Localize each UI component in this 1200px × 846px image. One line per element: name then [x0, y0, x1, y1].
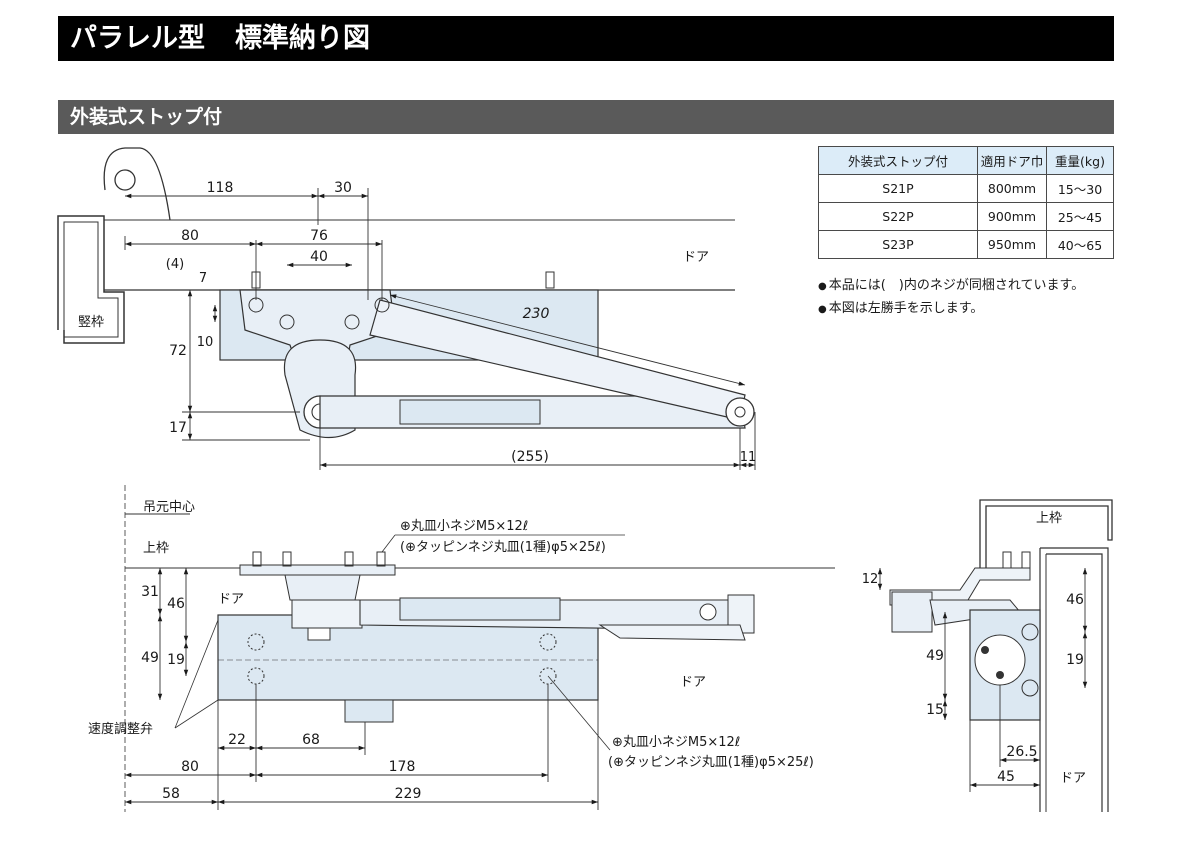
dim-label: 178	[389, 759, 416, 775]
dim-label: (4)	[166, 257, 184, 272]
dim-label: 31	[141, 584, 159, 600]
top-view: 118 30 80 76 40 (4) 7 10 72 17 230 (255)…	[57, 147, 757, 470]
centerline-label: 吊元中心	[143, 500, 195, 515]
table-row: S23P 950mm 40〜65	[818, 230, 1114, 259]
screw-head-icon	[344, 551, 354, 567]
door-profile	[1040, 547, 1109, 812]
screw-note-top-2: (⊕タッピンネジ丸皿(1種)φ5×25ℓ)	[400, 539, 606, 555]
screw-note-bottom-2: (⊕タッピンネジ丸皿(1種)φ5×25ℓ)	[608, 754, 814, 770]
dim-label: 40	[310, 249, 328, 265]
arm-tube	[399, 399, 541, 425]
door-label: ドア	[680, 675, 706, 690]
dim-label: 230	[523, 306, 550, 322]
spec-cell: S21P	[818, 174, 978, 203]
spec-cell: 900mm	[977, 202, 1047, 231]
screw-head-icon	[282, 551, 292, 567]
screw-icon	[279, 314, 295, 330]
frame-label: 竪枠	[78, 315, 104, 330]
spec-cell: 40〜65	[1046, 230, 1114, 259]
screw-icon	[539, 633, 557, 651]
door-label: ドア	[683, 250, 709, 265]
dim-label: 229	[395, 786, 422, 802]
screw-icon	[1021, 623, 1039, 641]
valve-label: 速度調整弁	[88, 721, 153, 737]
dim-label: 68	[302, 732, 320, 748]
side-arm-hub	[891, 591, 933, 633]
note-item: 本品には( )内のネジが同梱されています。	[818, 275, 1084, 298]
dim-label: 45	[997, 769, 1015, 785]
hinge-pivot	[114, 169, 136, 191]
dim-label: 58	[162, 786, 180, 802]
screw-head-icon	[252, 551, 262, 567]
dim-label: 12	[862, 572, 879, 587]
screw-icon	[1021, 679, 1039, 697]
frame-profile	[57, 215, 125, 344]
head-frame-label: 上枠	[143, 541, 169, 556]
section-title: 外装式ストップ付	[58, 100, 1114, 134]
dim-label: 15	[926, 702, 944, 718]
dim-label: 46	[1066, 592, 1084, 608]
spec-table: 外装式ストップ付 適用ドア巾 重量(kg) S21P 800mm 15〜30 S…	[818, 146, 1114, 259]
dim-label: 46	[167, 596, 185, 612]
spec-cell: 950mm	[977, 230, 1047, 259]
dim-label: 19	[167, 652, 185, 668]
dim-label: 7	[199, 271, 207, 286]
screw-note-top-1: ⊕丸皿小ネジM5×12ℓ	[400, 519, 528, 534]
dim-label: 80	[181, 228, 199, 244]
dim-label: 19	[1066, 652, 1084, 668]
bracket-plate	[239, 564, 396, 576]
dim-label: 80	[181, 759, 199, 775]
title-part2: 標準納り図	[235, 23, 370, 54]
dim-label: 17	[169, 420, 187, 436]
arm-hub-front	[291, 599, 363, 629]
dim-label: 118	[207, 180, 234, 196]
dim-label: 49	[926, 648, 944, 664]
hinge-bracket	[103, 147, 171, 221]
dim-label: 26.5	[1006, 744, 1037, 760]
spec-header-width: 適用ドア巾	[977, 146, 1047, 175]
screw-head-icon	[545, 271, 555, 289]
front-view: 吊元中心 上枠 ドア ドア 速度調整弁 ⊕丸皿小ネジM5×12ℓ (⊕タッピンネ…	[88, 485, 835, 812]
dim-label: 72	[169, 343, 187, 359]
dim-label: 10	[197, 335, 214, 350]
screw-head-icon	[1002, 551, 1012, 569]
spec-cell: S23P	[818, 230, 978, 259]
note-item: 本図は左勝手を示します。	[818, 298, 1084, 321]
dim-label: 30	[334, 180, 352, 196]
side-door-label: ドア	[1060, 771, 1086, 786]
door-label: ドア	[218, 592, 244, 607]
screw-head-icon	[376, 551, 386, 567]
dim-label: 76	[310, 228, 328, 244]
notes-list: 本品には( )内のネジが同梱されています。 本図は左勝手を示します。	[818, 275, 1084, 321]
table-row: S22P 900mm 25〜45	[818, 202, 1114, 231]
spec-cell: 25〜45	[1046, 202, 1114, 231]
page-title: パラレル型標準納り図	[58, 16, 1114, 61]
screw-head-icon	[1021, 551, 1031, 569]
valve-block	[344, 699, 394, 723]
spec-cell: 15〜30	[1046, 174, 1114, 203]
side-head-label: 上枠	[1036, 511, 1062, 526]
dim-label: (255)	[511, 449, 549, 465]
head-frame-profile	[979, 499, 1113, 568]
screw-note-bottom-1: ⊕丸皿小ネジM5×12ℓ	[612, 735, 740, 750]
dim-label: 11	[740, 450, 757, 465]
closer-body-front	[217, 614, 599, 701]
title-part1: パラレル型	[70, 23, 205, 54]
side-view: 上枠 ドア 12 46 49 19 15 26.5 45	[862, 499, 1113, 812]
dim-label: 22	[228, 732, 246, 748]
table-row: S21P 800mm 15〜30	[818, 174, 1114, 203]
spec-header-weight: 重量(kg)	[1046, 146, 1114, 175]
screw-icon	[344, 314, 360, 330]
arm-pivot	[725, 397, 755, 427]
dim-label: 49	[141, 650, 159, 666]
screw-icon	[247, 633, 265, 651]
